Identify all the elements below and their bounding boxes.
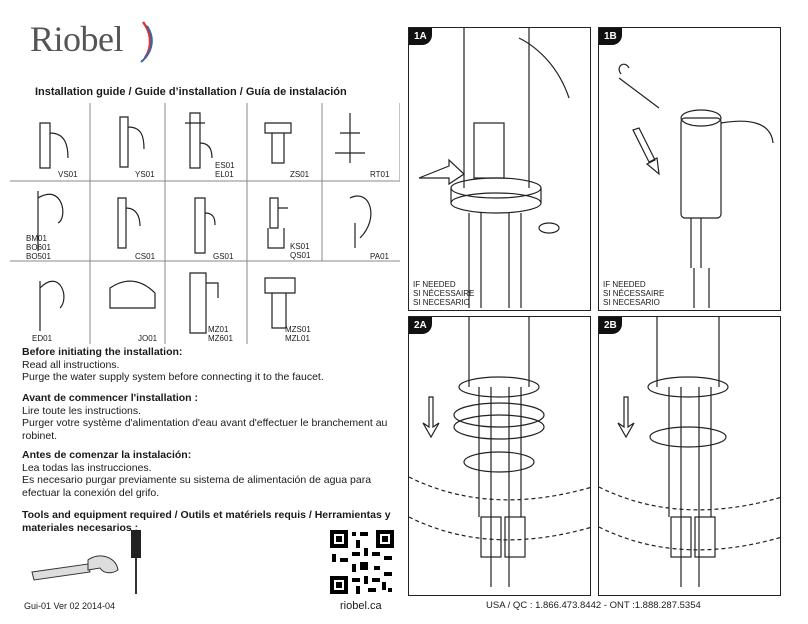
wrench-icon bbox=[31, 555, 119, 581]
note-line: SI NÉCESSAIRE bbox=[603, 289, 665, 298]
model-label: KS01 QS01 bbox=[290, 242, 311, 260]
model-label: CS01 bbox=[135, 252, 156, 261]
model-label: ES01 EL01 bbox=[215, 161, 235, 179]
note-line: IF NEEDED bbox=[603, 280, 646, 289]
model-label: VS01 bbox=[58, 170, 78, 179]
note-line: SI NECESARIO bbox=[413, 298, 470, 307]
section-es: Antes de comenzar la instalación: Lea to… bbox=[22, 449, 371, 499]
qr-code-icon bbox=[328, 528, 396, 596]
section-line: efectuar la conexión del grifo. bbox=[22, 486, 160, 499]
section-line: Lea todas las instrucciones. bbox=[22, 461, 152, 474]
model-label: ZS01 bbox=[290, 170, 310, 179]
phone-numbers: USA / QC : 1.866.473.8442 - ONT :1.888.2… bbox=[486, 600, 701, 611]
model-label: ED01 bbox=[32, 334, 53, 343]
model-label: YS01 bbox=[135, 170, 155, 179]
section-line: Purger votre système d'alimentation d'ea… bbox=[22, 417, 388, 429]
section-line: Es necesario purgar previamente su siste… bbox=[22, 474, 372, 486]
water-drop-logo-icon bbox=[140, 21, 153, 63]
section-line: Purge the water supply system before con… bbox=[22, 371, 324, 383]
model-label: RT01 bbox=[370, 170, 390, 179]
if-needed-note: IF NEEDED SI NÉCESSAIRE SI NECESARIO bbox=[413, 280, 474, 307]
section-line: Read all instructions. bbox=[22, 358, 120, 371]
model-label: JO01 bbox=[138, 334, 158, 343]
panel-tag: 1A bbox=[409, 28, 432, 45]
section-heading: Antes de comenzar la instalación: bbox=[22, 449, 192, 461]
step-panel-2a: 2A bbox=[408, 316, 591, 596]
model-grid: VS01 YS01 ES01 EL01 ZS01 RT01 BM01 BO601… bbox=[10, 103, 400, 344]
model-label: PA01 bbox=[370, 252, 389, 261]
website-link[interactable]: riobel.ca bbox=[340, 600, 382, 612]
section-en: Before initiating the installation: Read… bbox=[22, 346, 324, 384]
panel-tag: 1B bbox=[599, 28, 622, 45]
section-heading: Tools and equipment required / Outils et… bbox=[22, 509, 391, 521]
brand-logo: Riobel bbox=[30, 18, 124, 60]
version-label: Gui-01 Ver 02 2014-04 bbox=[24, 601, 116, 611]
step-panel-2b: 2B bbox=[598, 316, 781, 596]
model-label: BM01 BO601 BO501 bbox=[26, 234, 51, 261]
section-line: Lire toute les instructions. bbox=[22, 404, 142, 417]
note-line: SI NECESARIO bbox=[603, 298, 660, 307]
model-label: MZS01 MZL01 bbox=[285, 325, 311, 343]
step-panel-1a: 1A IF NEEDED SI NÉCESSAIRE SI NECESARIO bbox=[408, 27, 591, 311]
screwdriver-icon bbox=[131, 530, 141, 594]
panel-tag: 2A bbox=[409, 317, 432, 334]
page-subtitle: Installation guide / Guide d’installatio… bbox=[35, 86, 347, 98]
note-line: IF NEEDED bbox=[413, 280, 456, 289]
model-label: MZ01 MZ601 bbox=[208, 325, 233, 343]
section-heading: materiales necesarios : bbox=[22, 521, 139, 534]
section-fr: Avant de commencer l'installation : Lire… bbox=[22, 392, 387, 442]
section-line: robinet. bbox=[22, 429, 58, 442]
if-needed-note: IF NEEDED SI NÉCESSAIRE SI NECESARIO bbox=[603, 280, 664, 307]
model-label: GS01 bbox=[213, 252, 234, 261]
brand-name: Riobel bbox=[30, 19, 124, 59]
panel-tag: 2B bbox=[599, 317, 622, 334]
note-line: SI NÉCESSAIRE bbox=[413, 289, 475, 298]
section-tools: Tools and equipment required / Outils et… bbox=[22, 509, 391, 534]
section-heading: Before initiating the installation: bbox=[22, 346, 183, 358]
step-panel-1b: 1B IF NEEDED SI NÉCESSAIRE SI NECESARIO bbox=[598, 27, 781, 311]
section-heading: Avant de commencer l'installation : bbox=[22, 392, 198, 404]
